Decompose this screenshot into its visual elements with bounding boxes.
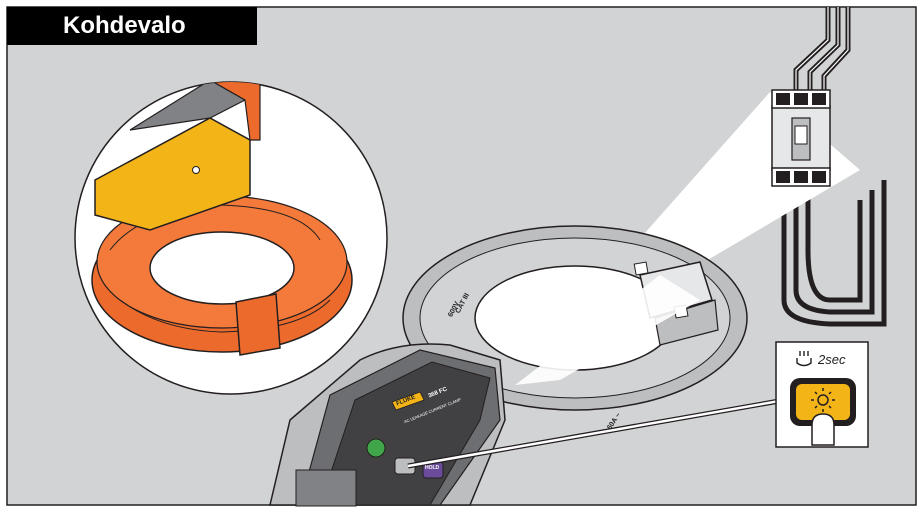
light-beam-inner (515, 275, 700, 385)
press-icon (796, 351, 812, 367)
power-button[interactable] (366, 438, 386, 458)
page-title: Kohdevalo (7, 7, 257, 45)
press-duration: 2sec (818, 352, 846, 367)
finger-icon (811, 413, 835, 446)
hold-label: HOLD (425, 465, 440, 471)
circuit-breaker (771, 89, 831, 187)
sun-icon (811, 388, 835, 412)
clamp-meter (269, 343, 506, 507)
callout-line-inner (407, 398, 786, 468)
button-callout (775, 341, 869, 448)
breaker-wires-outline (795, 7, 849, 92)
jaw-closeup (74, 81, 388, 395)
